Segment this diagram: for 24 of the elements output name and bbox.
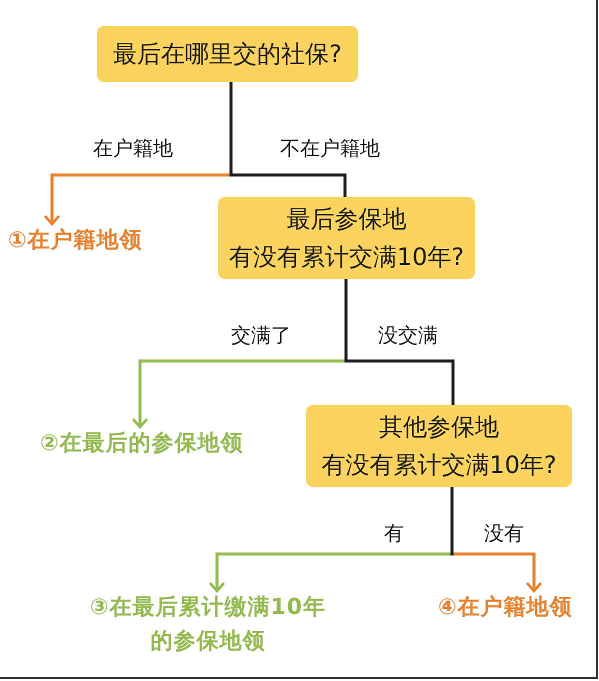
outcome-text: ②在最后的参保地领 [40,427,244,461]
edge-label: 没交满 [376,322,440,348]
connector-line [231,174,346,197]
decision-box [306,405,572,487]
arrow [452,552,542,592]
outcome-text: ④在户籍地领 [438,591,573,625]
question-text: 最后在哪里交的社保? [113,39,342,70]
decision-box [97,26,358,82]
connector-line [346,360,454,405]
question-text: 其他参保地 [379,412,499,443]
outcome-text: ①在户籍地领 [8,224,143,258]
arrow [132,360,346,428]
edge-label: 在户籍地 [91,135,175,161]
question-text: 有没有累计交满10年? [321,450,557,481]
question-text: 有没有累计交满10年? [228,242,464,273]
decision-box [218,197,475,279]
outcome-text: ③在最后累计缴满10年的参保地领 [80,591,336,659]
connector-line [450,487,454,556]
arrow [44,174,231,226]
connector-line [230,82,232,176]
arrow [208,552,452,592]
edge-label: 不在户籍地 [278,135,382,161]
connector-line [344,279,348,362]
question-text: 最后参保地 [286,204,406,235]
